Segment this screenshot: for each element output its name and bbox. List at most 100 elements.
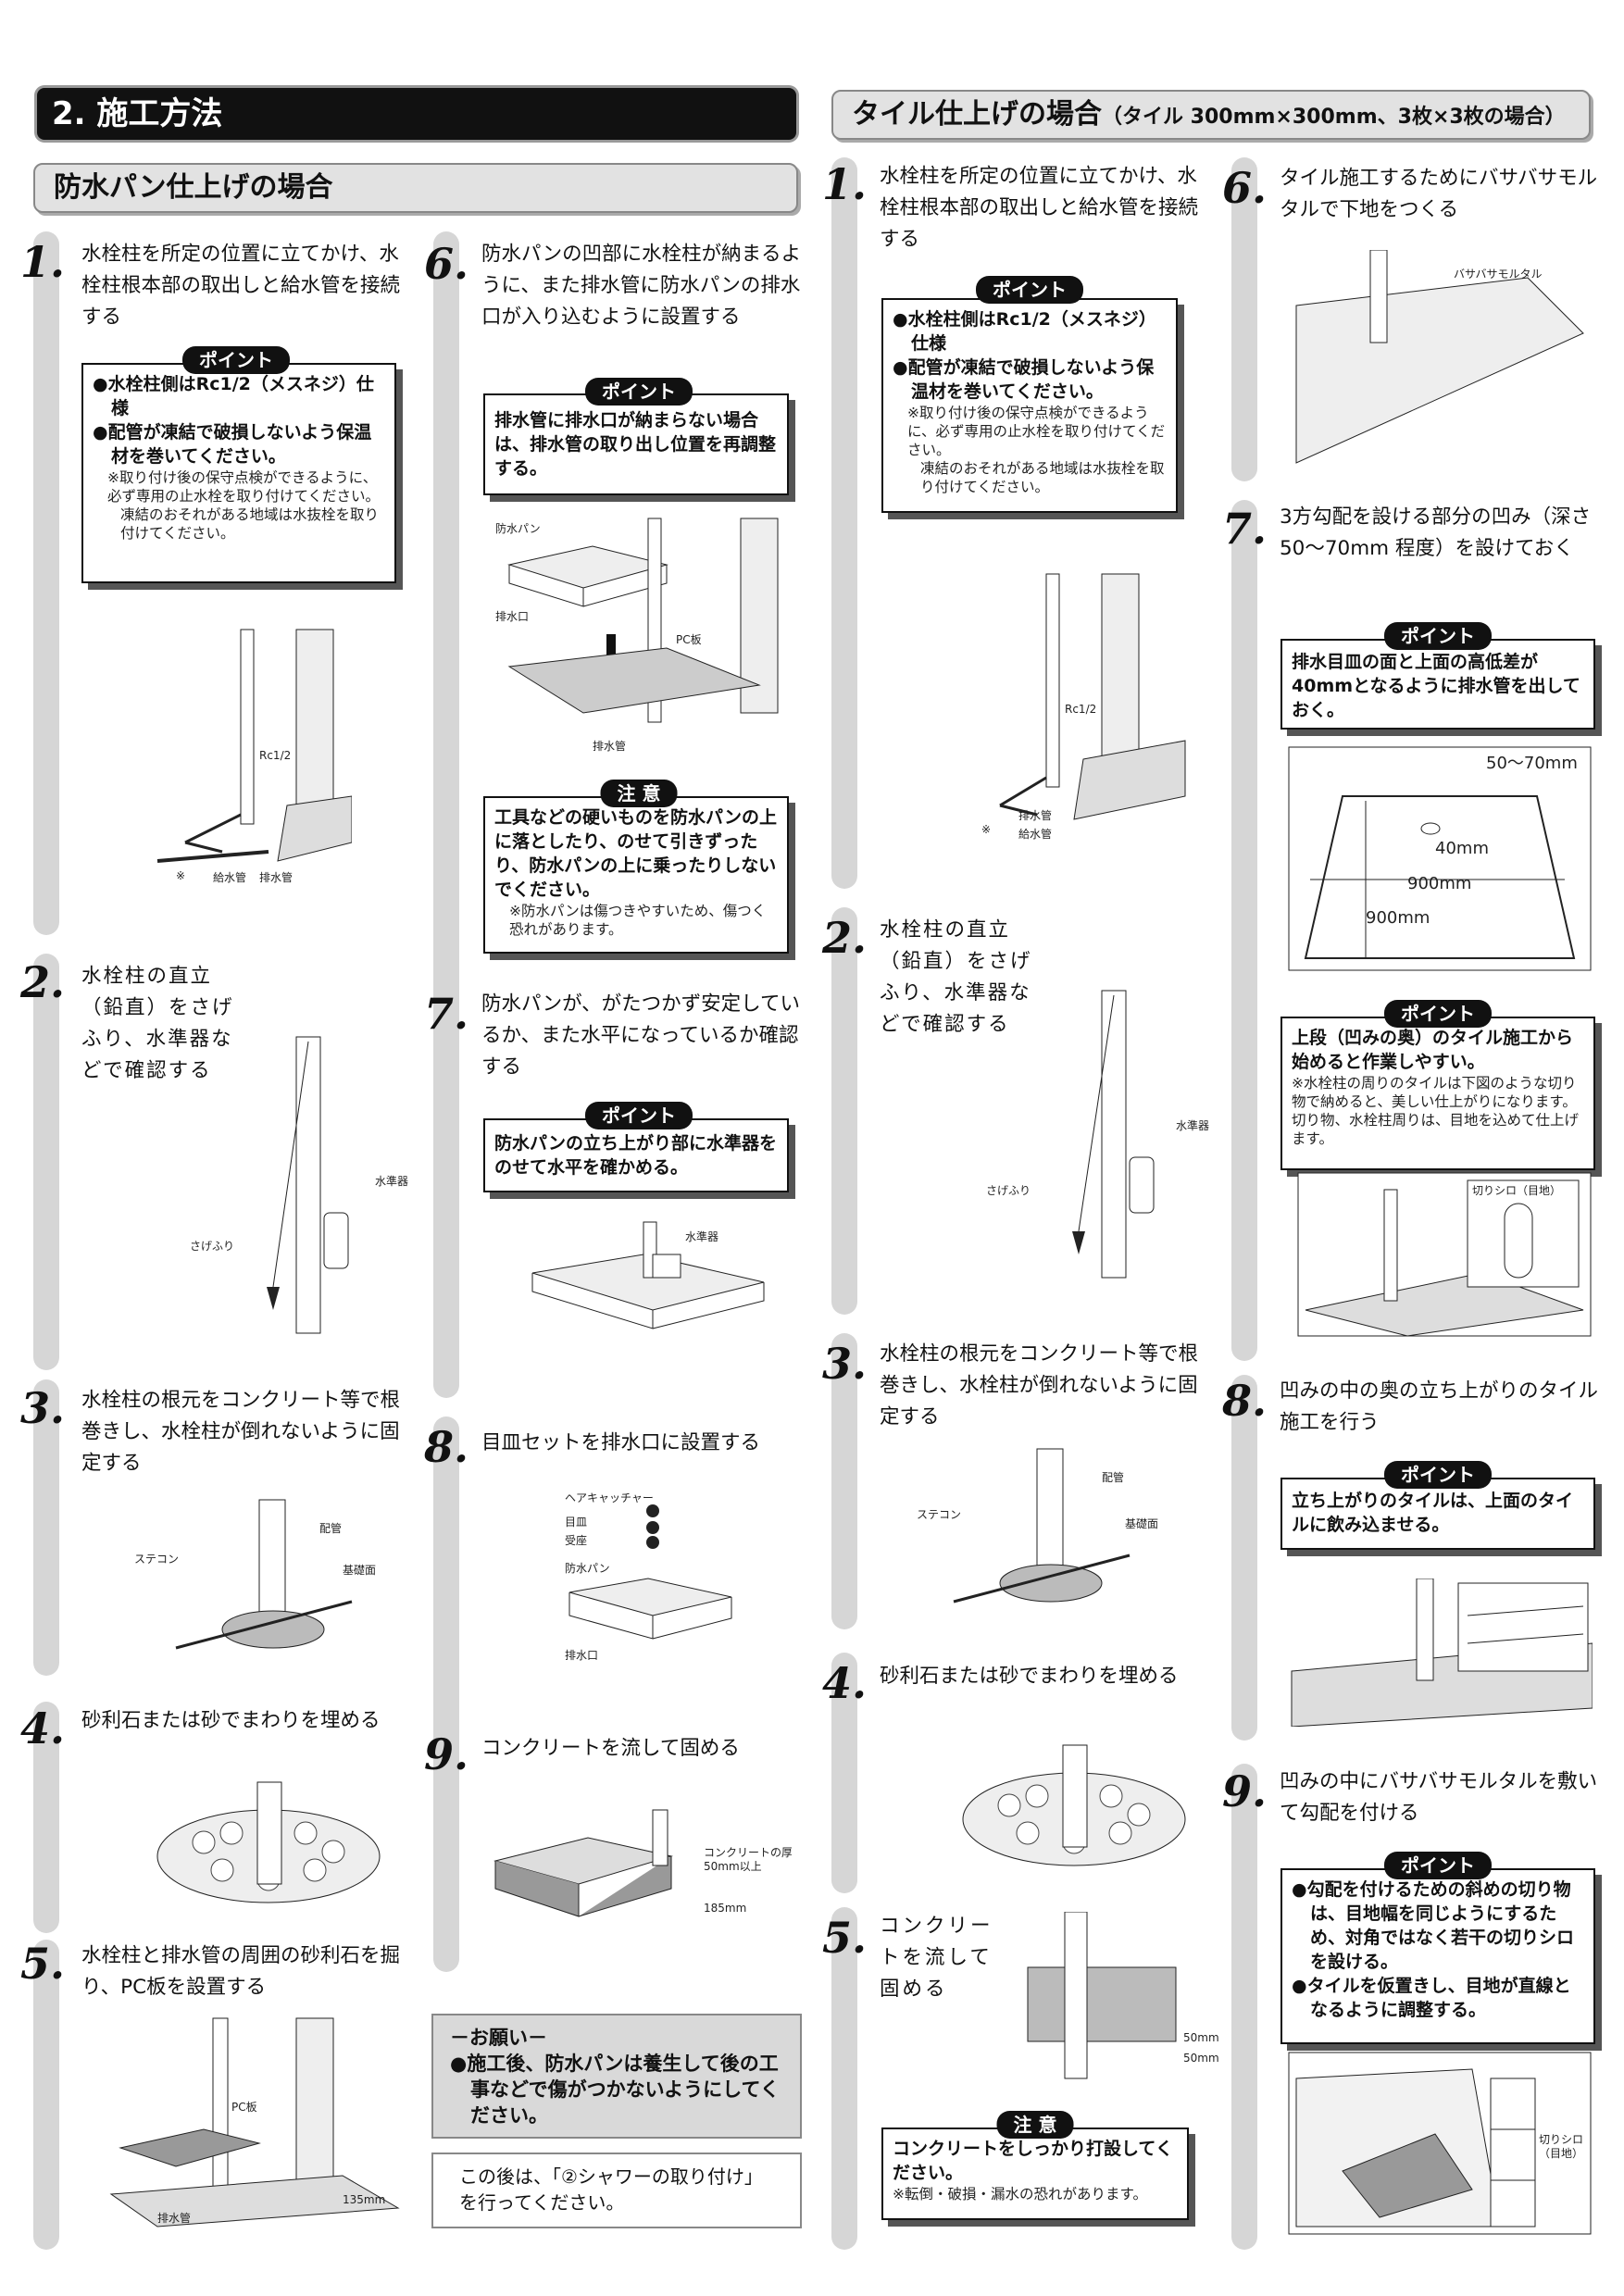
- faucet-post-illustration: Rc1/2 ※ 排水管 給水管: [944, 565, 1194, 852]
- concrete-pour-illustration: 50mm 50mm: [1018, 1911, 1231, 2088]
- step-number: 1.: [822, 159, 868, 209]
- point-tag: ポイント: [585, 378, 693, 406]
- gravel-illustration: [944, 1741, 1204, 1879]
- caution-box: 工具などの硬いものを防水パンの上に落としたり、のせて引きずったり、防水パンの上に…: [483, 796, 789, 954]
- request-text: ●施工後、防水パンは養生して後の工事などで傷がつかないようにしてください。: [450, 2053, 780, 2127]
- step-number: 2.: [20, 957, 66, 1007]
- step-text: 砂利石または砂でまわりを埋める: [81, 1709, 381, 1732]
- label-135: 135mm: [343, 2193, 385, 2206]
- step-text: コンクリートを流して固める: [880, 1915, 993, 2001]
- label-900b: 900mm: [1366, 908, 1430, 928]
- label-base: 基礎面: [1125, 1517, 1158, 1530]
- step-bar: [1231, 157, 1257, 481]
- concrete-base-illustration: 配管 ステコン 基礎面: [907, 1440, 1194, 1611]
- plumb-bob-illustration: 水準器 さげふり: [176, 1028, 426, 1342]
- label-50b: 50mm: [1183, 2052, 1219, 2065]
- step-number: 3.: [20, 1383, 66, 1433]
- step-text: 防水パンが、がたつかず安定しているか、また水平になっているか確認する: [481, 992, 801, 1079]
- label-plate: 目皿: [565, 1516, 587, 1529]
- label-mark: ※: [981, 823, 991, 836]
- step-bar: [1231, 1375, 1257, 1741]
- label-seat: 受座: [565, 1533, 587, 1547]
- step-text: 水栓柱を所定の位置に立てかけ、水栓柱根本部の取出しと給水管を接続する: [880, 165, 1199, 251]
- label-pc: PC板: [676, 633, 702, 646]
- point-note: ※取り付け後の保守点検ができるように、必ず専用の止水栓を取り付けてください。: [907, 405, 1166, 458]
- plumb-bob-illustration: 水準器 さげふり: [981, 981, 1231, 1287]
- waterproof-pan-install-illustration: 防水パン 排水口 PC板 排水管: [481, 509, 806, 759]
- caution-note: ※防水パンは傷つきやすいため、傷つく恐れがあります。: [509, 903, 767, 938]
- step-bar: [831, 1907, 857, 2250]
- label-drainpipe: 排水管: [593, 739, 626, 753]
- label-rc: Rc1/2: [259, 749, 291, 762]
- request-box: －お願い－ ●施工後、防水パンは養生して後の工事などで傷がつかないようにしてくだ…: [431, 2014, 802, 2139]
- point-tag: ポイント: [1384, 1461, 1492, 1489]
- point-box: ●勾配を付けるための斜めの切り物は、目地幅を同じようにするため、対角ではなく若干…: [1280, 1868, 1595, 2044]
- point-bullet: ●配管が凍結で破損しないよう保温材を巻いてください。: [93, 422, 372, 467]
- step-number: 8.: [1222, 1376, 1268, 1426]
- step-bar: [831, 1653, 857, 1893]
- label-supply-pipe: 給水管: [1018, 827, 1052, 841]
- label-pan: 防水パン: [495, 521, 541, 535]
- caution-text: コンクリートをしっかり打設してください。: [893, 2139, 1173, 2183]
- slope-mortar-illustration: 切りシロ （目地）: [1287, 2051, 1593, 2236]
- step-number: 7.: [1222, 504, 1268, 554]
- point-text: 上段（凹みの奥）のタイル施工から始めると作業しやすい。: [1292, 1028, 1574, 1072]
- step-number: 4.: [20, 1703, 66, 1753]
- label-drain: 排水管: [157, 2211, 191, 2225]
- label-mortar: バサバサモルタル: [1454, 268, 1543, 281]
- section-title: 2. 施工方法: [37, 88, 796, 140]
- caution-note: ※転倒・破損・漏水の恐れがあります。: [893, 2186, 1147, 2202]
- tile-title-note: （タイル 300mm×300mm、3枚×3枚の場合）: [1102, 106, 1566, 129]
- step-number: 9.: [424, 1729, 469, 1779]
- label-pan8: 防水パン: [565, 1561, 610, 1575]
- tile-title-main: タイル仕上げの場合: [852, 98, 1102, 131]
- point-tag: ポイント: [182, 346, 290, 374]
- label-mark: ※: [176, 869, 185, 882]
- next-step-box: この後は、「②シャワーの取り付け」を行ってください。: [431, 2152, 802, 2228]
- label-900a: 900mm: [1407, 874, 1471, 893]
- step-bar: [831, 157, 857, 889]
- step-number: 7.: [424, 989, 469, 1039]
- step-text: 水栓柱の根元をコンクリート等で根巻きし、水栓柱が倒れないように固定する: [81, 1389, 401, 1475]
- step-text: 防水パンの凹部に水栓柱が納まるように、また排水管に防水パンの排水口が入り込むよう…: [481, 243, 802, 329]
- step-bar: [33, 231, 59, 935]
- label-drain-pipe: 排水管: [1018, 808, 1052, 822]
- point-tag: ポイント: [585, 1102, 693, 1129]
- label-plumb: さげふり: [986, 1184, 1031, 1197]
- point-note: 凍結のおそれがある地域は水抜栓を取り付けてください。: [120, 506, 380, 542]
- label-stecon: ステコン: [134, 1553, 179, 1566]
- wall-tile-illustration: [1287, 1578, 1593, 1728]
- step-text: 水栓柱と排水管の周囲の砂利石を掘り、PC板を設置する: [81, 1944, 401, 1999]
- faucet-post-illustration: Rc1/2 ※ 給水管 排水管: [148, 620, 353, 889]
- step-bar: [831, 1333, 857, 1629]
- point-box: 上段（凹みの奥）のタイル施工から始めると作業しやすい。 ※水栓柱の周りのタイルは…: [1280, 1017, 1595, 1170]
- step-text: 砂利石または砂でまわりを埋める: [880, 1665, 1179, 1688]
- step-text: 3方勾配を設ける部分の凹み（深さ50～70mm 程度）を設けておく: [1280, 505, 1592, 560]
- request-title: －お願い－: [450, 2027, 547, 2049]
- label-stecon: ステコン: [917, 1508, 961, 1521]
- gravel-illustration: [139, 1778, 398, 1916]
- step-number: 5.: [20, 1939, 66, 1989]
- level-check-illustration: 水準器: [514, 1217, 782, 1347]
- label-outlet8: 排水口: [565, 1649, 598, 1662]
- step-text: 目皿セットを排水口に設置する: [481, 1431, 761, 1454]
- label-level7: 水準器: [685, 1229, 718, 1243]
- label-185: 185mm: [704, 1902, 746, 1915]
- step-text: 凹みの中の奥の立ち上がりのタイル施工を行う: [1280, 1379, 1599, 1434]
- tile-finish-title: タイル仕上げの場合（タイル 300mm×300mm、3枚×3枚の場合）: [831, 90, 1591, 140]
- step-text: 水栓柱を所定の位置に立てかけ、水栓柱根本部の取出しと給水管を接続する: [81, 243, 401, 329]
- step-number: 6.: [424, 239, 469, 289]
- label-pc-board: PC板: [231, 2101, 257, 2114]
- label-base: 基礎面: [343, 1564, 376, 1577]
- step-bar: [433, 1416, 459, 1972]
- point-note: ※水栓柱の周りのタイルは下図のような切り物で納めると、美しい仕上がりになります。…: [1292, 1075, 1580, 1147]
- label-drain-pipe: 排水管: [259, 870, 293, 884]
- label-cut: 切りシロ（目地）: [1472, 1184, 1561, 1197]
- label-thick: コンクリートの厚さ: [704, 1846, 792, 1859]
- label-cut9: 切りシロ: [1539, 2133, 1583, 2146]
- point-box: 立ち上がりのタイルは、上面のタイルに飲み込ませる。: [1280, 1478, 1595, 1550]
- label-hair: ヘアキャッチャー: [565, 1491, 654, 1504]
- tile-cut-illustration: 切りシロ（目地）: [1296, 1171, 1593, 1338]
- step-bar: [831, 907, 857, 1315]
- point-box: 排水目皿の面と上面の高低差が40mmとなるように排水管を出しておく。: [1280, 639, 1595, 730]
